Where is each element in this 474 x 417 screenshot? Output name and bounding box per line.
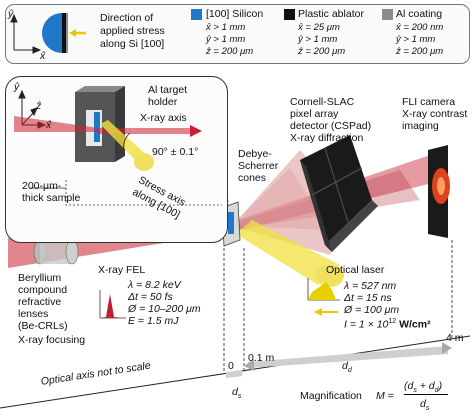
coating-x: x̂ = 200 nm [396, 22, 444, 33]
laser-intensity-exp: 12 [388, 318, 397, 325]
fel-pulse-icon [99, 290, 126, 319]
silicon-swatch [191, 9, 202, 20]
xray-axis-label: X-ray axis [140, 112, 187, 124]
al-holder-label-1: Al target [148, 84, 188, 96]
fel-energy: λ = 8.2 keV [128, 279, 181, 291]
mag-den-main: d [420, 398, 426, 410]
legend-axis-y: ŷ [8, 8, 14, 20]
ablator-y: ŷ > 1 mm [298, 34, 338, 45]
mag-num-sub-s: s [413, 387, 417, 395]
dd-label-main: d [342, 360, 348, 372]
ds-label: ds [232, 386, 241, 403]
cspad-detector [300, 135, 378, 252]
stress-direction-label-1: Direction of [100, 12, 154, 24]
fli-label-2: X-ray contrast [402, 108, 468, 120]
cspad-label-2: pixel array [290, 108, 339, 120]
mag-formula-M: M = [376, 390, 394, 402]
legend-sample-icon [42, 13, 68, 53]
be-label-5: (Be-CRLs) [18, 320, 68, 332]
fel-diam: Ø = 10–200 μm [128, 303, 201, 315]
mag-denominator: ds [420, 398, 429, 415]
legend-stress-arrow [69, 29, 86, 37]
laser-dt: Δt = 15 ns [344, 292, 392, 304]
magnification-label: Magnification [300, 390, 362, 402]
coating-z: ẑ = 200 μm [396, 46, 444, 57]
stress-direction-label-2: applied stress [100, 25, 165, 37]
dd-label: dd [342, 360, 352, 377]
be-label-6: X-ray focusing [18, 334, 86, 346]
laser-pulse-icon [307, 278, 340, 316]
be-label-1: Beryllium [18, 272, 62, 284]
inset-axis-y: ŷ [14, 81, 20, 93]
dd-label-sub: d [347, 367, 352, 375]
mag-close: ) [438, 380, 443, 392]
debye-label-3: cones [238, 172, 267, 184]
ds-dimension [226, 370, 242, 378]
cspad-label-4: X-ray diffraction [290, 132, 364, 144]
cspad-label-1: Cornell-SLAC [290, 96, 355, 108]
axis-4m: 4 m [446, 332, 464, 344]
fli-camera [428, 145, 450, 238]
fel-energy-mj: E = 1.5 mJ [128, 315, 179, 327]
axis-01m: 0.1 m [248, 352, 275, 364]
ablator-x: x̂ = 25 μm [298, 22, 340, 33]
be-label-4: lenses [18, 308, 49, 320]
ablator-name: Plastic ablator [298, 8, 364, 20]
be-label-3: refractive [18, 296, 62, 308]
be-label-2: compound [18, 284, 68, 296]
fel-title: X-ray FEL [98, 264, 146, 276]
laser-intensity-unit: W/cm² [396, 318, 431, 331]
mag-fraction-bar [404, 394, 448, 395]
sample-label-1: 200-μm- [22, 180, 62, 192]
laser-intensity-base: I = 1 × 10 [344, 318, 389, 331]
mag-plus: + d [416, 380, 435, 392]
cspad-label-3: detector (CSPad) [290, 120, 372, 132]
inset-axis-x: x̂ [46, 119, 52, 131]
fli-label-3: imaging [402, 120, 439, 132]
debye-label-1: Debye- [238, 148, 272, 160]
inset-dashed [30, 180, 222, 206]
ds-label-main: d [232, 386, 238, 398]
inset-stress-beam [100, 120, 154, 171]
silicon-x: x̂ > 1 mm [206, 22, 246, 33]
silicon-name: [100] Silicon [206, 8, 264, 20]
mag-den-sub: s [425, 405, 430, 413]
ablator-z: ẑ = 200 μm [298, 46, 346, 57]
dd-dimension [244, 342, 452, 371]
fel-dt: Δt = 50 fs [128, 291, 173, 303]
laser-title: Optical laser [326, 264, 385, 276]
ds-label-sub: s [237, 393, 242, 401]
laser-lambda: λ = 527 nm [344, 280, 397, 292]
inset-axis-z: ẑ [36, 100, 42, 112]
silicon-y: ŷ > 1 mm [206, 34, 246, 45]
inset-xray-beam [14, 116, 202, 137]
coating-name: Al coating [396, 8, 443, 20]
mag-num-sub-d: d [434, 387, 439, 395]
legend-axis-x: x̂ [40, 50, 46, 62]
silicon-z: ẑ = 200 μm [206, 46, 254, 57]
mag-numerator: (ds + dd) [404, 380, 442, 397]
laser-diam: Ø = 100 μm [344, 304, 400, 316]
be-crl-lens [33, 239, 79, 265]
mag-num-open: (d [404, 380, 414, 392]
ablator-swatch [284, 9, 295, 20]
optical-laser-beam [236, 220, 344, 287]
laser-intensity: I = 1 × 1012 W/cm² [344, 316, 431, 331]
al-holder-label-2: holder [148, 96, 178, 108]
debye-label-2: Scherrer [238, 160, 279, 172]
axis-zero: 0 [228, 360, 234, 372]
stress-direction-label-3: along Si [100] [100, 38, 165, 50]
sample-label-2: thick sample [22, 192, 81, 204]
legend-axes [10, 13, 42, 54]
coating-y: ŷ > 1 mm [396, 34, 436, 45]
coating-swatch [382, 9, 393, 20]
fli-label-1: FLI camera [402, 96, 456, 108]
angle-label: 90° ± 0.1° [152, 146, 199, 158]
inset-angle-arc [123, 132, 131, 151]
